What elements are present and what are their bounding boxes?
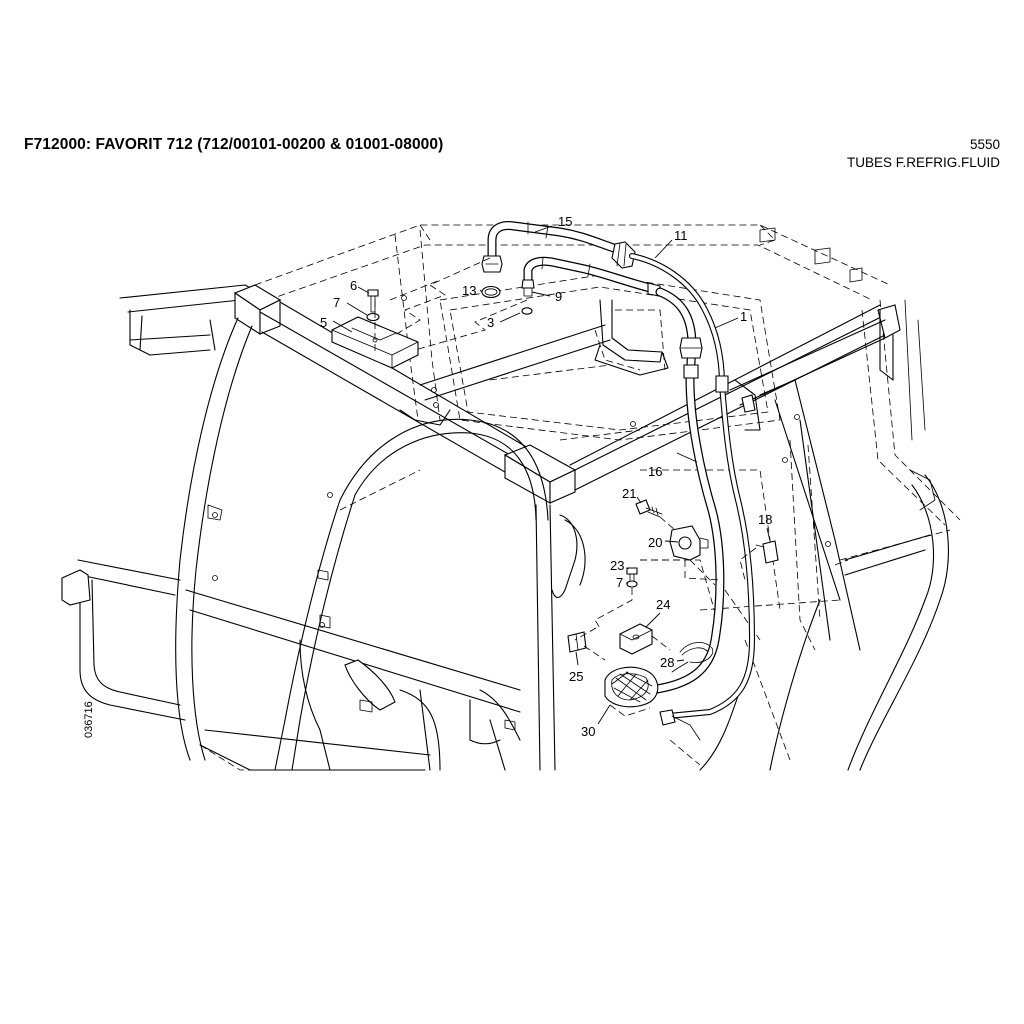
callout-5: 5: [320, 315, 327, 330]
callout-25: 25: [569, 669, 583, 684]
refrigerant-tubes: [481, 221, 755, 741]
group-code: 5550: [969, 137, 1000, 152]
callout-20: 20: [648, 535, 662, 550]
explosion-lines: [374, 257, 757, 717]
callout-1: 1: [740, 309, 747, 324]
small-parts: [331, 285, 779, 708]
group-name: TUBES F.REFRIG.FLUID: [846, 155, 1000, 170]
callout-13: 13: [462, 283, 476, 298]
page-title: F712000: FAVORIT 712 (712/00101-00200 & …: [24, 136, 444, 153]
callout-21: 21: [622, 486, 636, 501]
callout-23: 23: [610, 558, 624, 573]
callout-24: 24: [656, 597, 670, 612]
drawing-number: 036716: [83, 701, 95, 738]
callout-labels: 15 11 1 6 7 5 13 9 3 16 21 20 18 23 7 24…: [320, 214, 772, 739]
callout-30: 30: [581, 724, 595, 739]
callout-7-upper: 7: [333, 295, 340, 310]
callout-6: 6: [350, 278, 357, 293]
callout-16: 16: [648, 464, 662, 479]
callout-18: 18: [758, 512, 772, 527]
callout-9: 9: [555, 289, 562, 304]
callout-7-lower: 7: [616, 575, 623, 590]
callout-3: 3: [487, 315, 494, 330]
callout-11: 11: [674, 228, 688, 243]
group-info: 5550 TUBES F.REFRIG.FLUID: [847, 136, 1000, 172]
leader-lines: [332, 225, 771, 725]
cab-frame: [199, 224, 961, 771]
callout-28: 28: [660, 655, 674, 670]
cab-structure: [61, 284, 949, 771]
callout-15: 15: [558, 214, 572, 229]
